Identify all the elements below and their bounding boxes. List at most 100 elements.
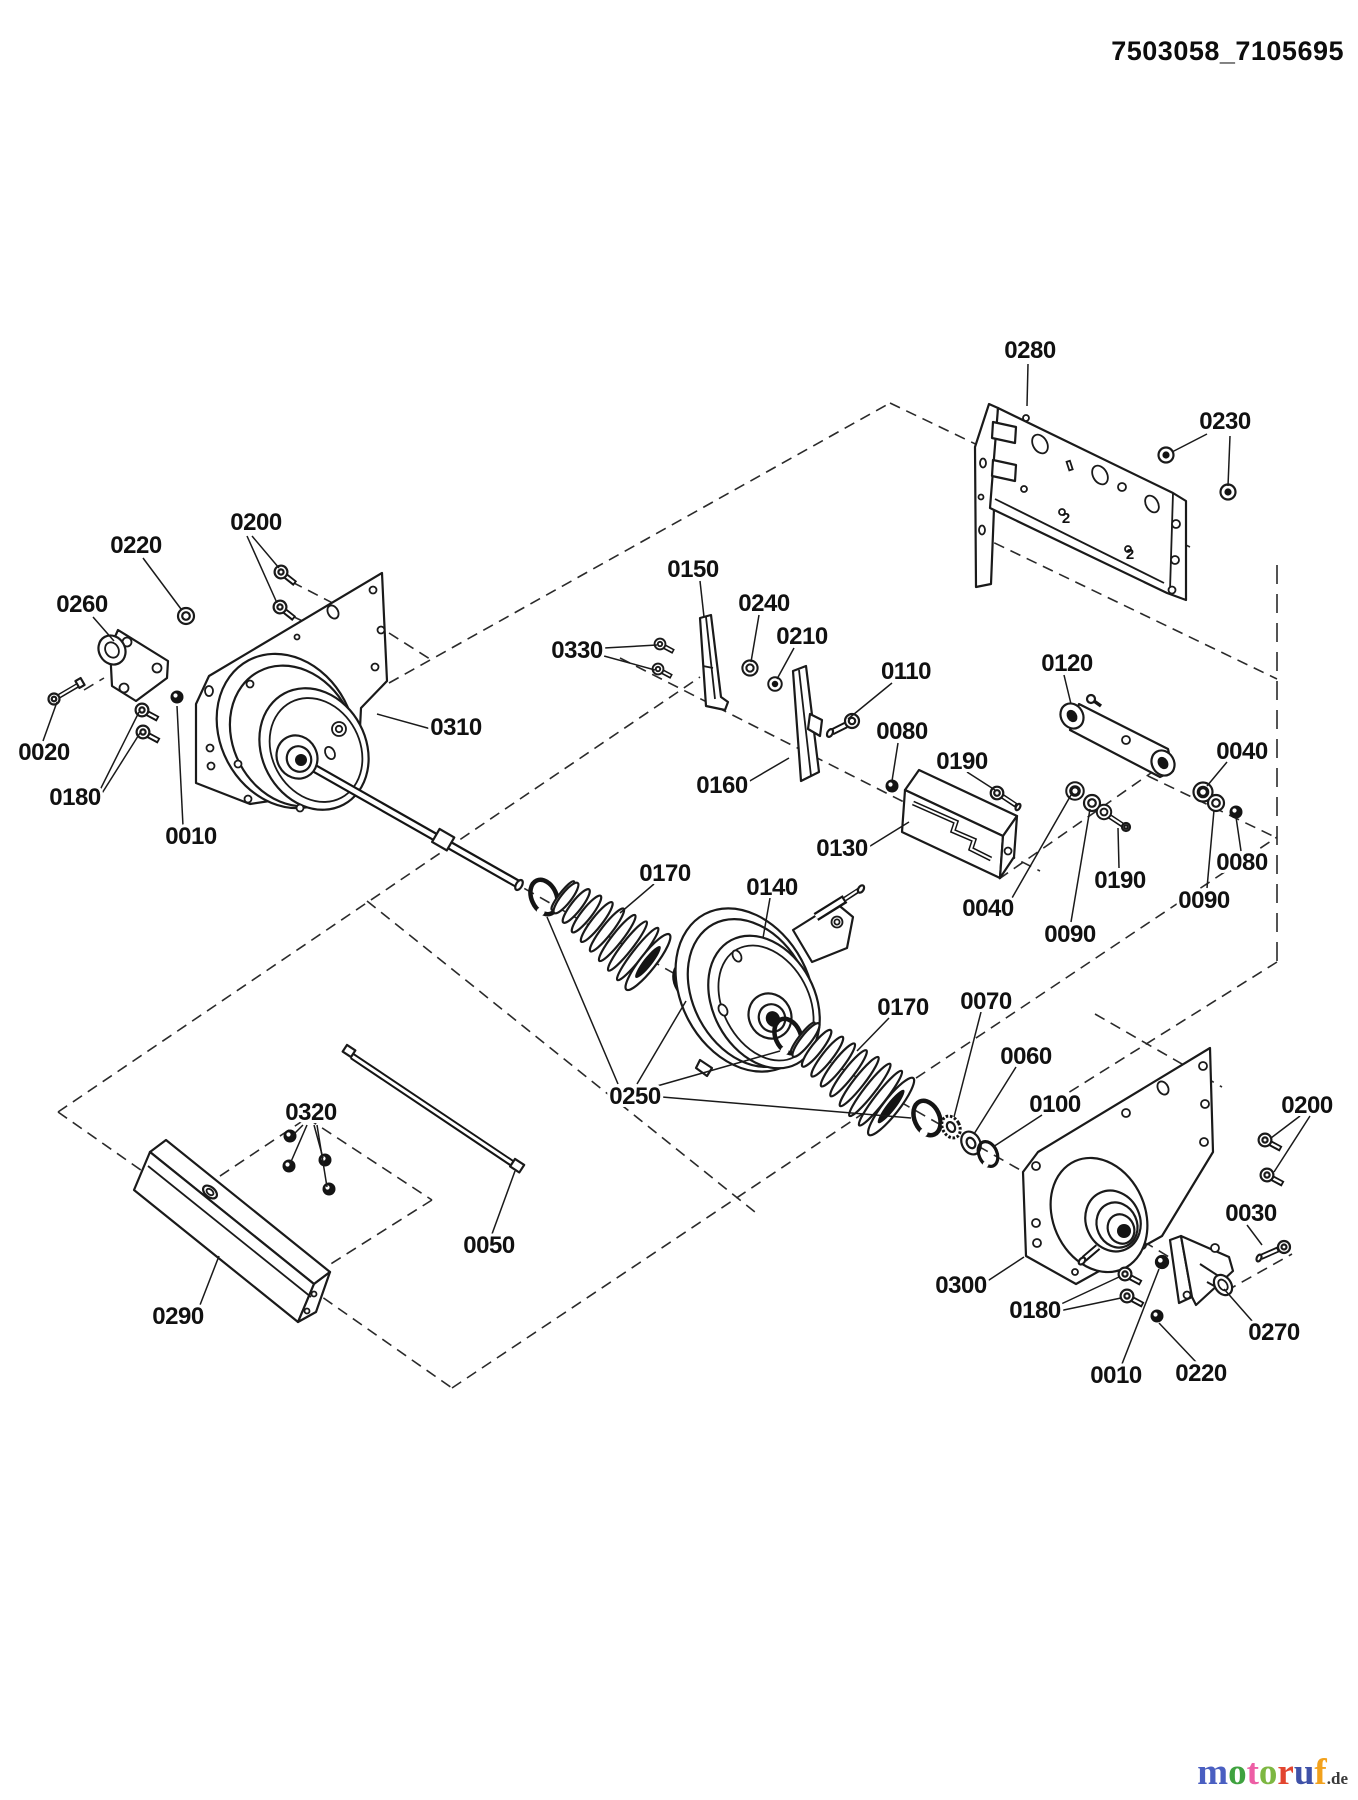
nut-0210 (767, 676, 783, 692)
leader-0180-6 (98, 732, 141, 799)
screw-0200-bottomright-b (1261, 1169, 1283, 1184)
leader-0230-1 (1171, 433, 1208, 453)
callout-0160-17: 0160 (696, 772, 748, 799)
callout-0270-39: 0270 (1248, 1319, 1300, 1346)
nut-0320-c (318, 1153, 332, 1167)
leader-0230-1 (1227, 435, 1231, 487)
boot-0170-right (789, 1021, 916, 1137)
leader-0080-23 (1235, 816, 1242, 852)
callout-0060-30: 0060 (1000, 1043, 1052, 1070)
callout-0090-20: 0090 (1044, 921, 1096, 948)
nut-0230-a (1157, 446, 1175, 464)
leader-0010-7 (176, 705, 184, 827)
callout-0130-18: 0130 (816, 835, 868, 862)
callout-0040-24: 0040 (1216, 738, 1268, 765)
callout-0040-19: 0040 (962, 895, 1014, 922)
callout-0280-0: 0280 (1004, 337, 1056, 364)
leader-0220-38 (1158, 1322, 1197, 1363)
screw-0200-topleft-a (273, 565, 298, 584)
leader-0280-0 (1026, 363, 1029, 407)
callout-0150-9: 0150 (667, 556, 719, 583)
callout-0020-5: 0020 (18, 739, 70, 766)
bearing-flange-0270 (1168, 1234, 1235, 1307)
leader-0040-19 (1011, 794, 1072, 899)
leader-0240-10 (750, 614, 760, 663)
logo-letter: o (1228, 1752, 1247, 1793)
callout-0140-26: 0140 (746, 874, 798, 901)
nut-0010-right (1154, 1254, 1170, 1270)
plate-0160 (791, 664, 824, 783)
washer-0060 (960, 1130, 982, 1156)
callout-0170-25: 0170 (639, 860, 691, 887)
boot-0170-left (550, 880, 672, 992)
screw-0200-bottomright-a (1259, 1134, 1281, 1149)
leader-0330-12 (603, 644, 658, 649)
lock-washer-0070 (940, 1114, 962, 1140)
callout-0200-41: 0200 (1281, 1092, 1333, 1119)
link-bracket-0120 (1059, 693, 1176, 779)
rod-0050 (341, 1043, 526, 1174)
leader-0190-21 (1117, 827, 1120, 869)
nut-0320-b (282, 1159, 296, 1173)
washer-0240 (741, 659, 759, 677)
washer-0220-left (176, 606, 196, 626)
callout-0320-32: 0320 (285, 1099, 337, 1126)
leader-0180-36 (1058, 1276, 1120, 1306)
leader-0320-32 (316, 1124, 328, 1188)
leader-0160-17 (747, 757, 790, 783)
leader-0170-25 (619, 883, 655, 914)
leader-0320-32 (290, 1124, 304, 1138)
leader-0330-12 (603, 655, 656, 671)
callout-0090-22: 0090 (1178, 887, 1230, 914)
nut-0320-a (283, 1129, 297, 1143)
nut-0320-d (322, 1182, 336, 1196)
callout-0080-23: 0080 (1216, 849, 1268, 876)
screw-0180-left-a (136, 704, 158, 719)
leader-0220-3 (142, 557, 182, 610)
part-mark-1: 2 (1126, 546, 1134, 563)
callout-0190-16: 0190 (936, 748, 988, 775)
weight-bar-0290 (132, 1138, 332, 1324)
part-mark-0: 2 (1062, 510, 1070, 527)
logo-letter: t (1246, 1752, 1259, 1793)
leader-0180-36 (1058, 1297, 1122, 1312)
screw-0200-topleft-b (272, 600, 297, 619)
leader-0270-39 (1223, 1288, 1254, 1323)
bolt-0190-a (989, 785, 1022, 812)
leader-0300-35 (985, 1256, 1025, 1283)
leader-0040-24 (1206, 761, 1228, 787)
callout-0120-14: 0120 (1041, 650, 1093, 677)
bushing-0040-left (1065, 781, 1085, 801)
callout-0030-40: 0030 (1225, 1200, 1277, 1227)
leader-0250-27 (636, 1000, 687, 1085)
callout-0010-37: 0010 (1090, 1362, 1142, 1389)
motoruf-logo: motoruf.de (1197, 1751, 1348, 1794)
leader-0090-22 (1206, 809, 1215, 889)
leader-lines (42, 363, 1311, 1365)
nut-0230-b (1219, 483, 1237, 501)
callout-0250-27: 0250 (609, 1083, 661, 1110)
strip-0150 (698, 613, 730, 712)
document-number: 7503058_7105695 (1111, 36, 1344, 66)
leader-0200-41 (1270, 1115, 1301, 1139)
differential-0140 (674, 884, 866, 1078)
leader-0200-41 (1273, 1115, 1311, 1173)
screw-0330-a (655, 639, 674, 652)
callout-0080-15: 0080 (876, 718, 928, 745)
bolt-0110 (825, 712, 861, 739)
callout-0010-7: 0010 (165, 823, 217, 850)
bolt-0030 (1255, 1239, 1292, 1263)
callout-0110-13: 0110 (881, 658, 931, 685)
leader-0190-16 (966, 771, 996, 791)
nut-0220-right (1150, 1309, 1164, 1323)
logo-letter: r (1277, 1752, 1294, 1793)
leader-0290-34 (199, 1255, 220, 1306)
leader-0250-27 (661, 1096, 912, 1119)
callout-0290-34: 0290 (152, 1303, 204, 1330)
leader-0080-15 (891, 742, 899, 782)
logo-letter: f (1314, 1752, 1327, 1793)
leader-0200-2 (246, 535, 278, 604)
callout-0260-4: 0260 (56, 591, 108, 618)
nut-0010-left (170, 690, 184, 704)
